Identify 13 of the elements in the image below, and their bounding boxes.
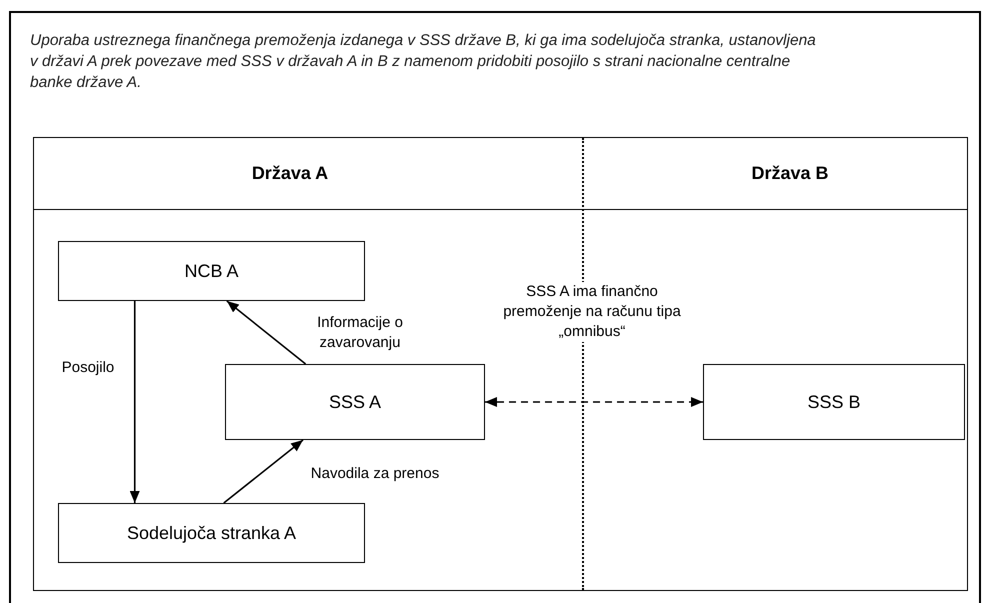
process-box [58, 241, 365, 301]
arrow [485, 397, 703, 407]
process-box [225, 364, 485, 440]
box-label: NCB A [184, 260, 239, 282]
process-box [703, 364, 965, 440]
description-text: Uporaba ustreznega finančnega premoženja izdanega v SSS države B, ki ga ima sodelujoča stranka, ustanovljena v državi A prek povezave med SSS v državah A in B z namenom pridobiti posojilo s strani nacionalne centralne banke države A. [30, 31, 817, 93]
arrow [130, 301, 140, 503]
arrow [226, 300, 306, 365]
box-label: SSS A [328, 390, 382, 414]
process-box [58, 503, 365, 563]
box-label: SSS B [807, 390, 861, 414]
arrow [223, 439, 304, 504]
box-label: Sodelujoča stranka A [126, 522, 296, 545]
